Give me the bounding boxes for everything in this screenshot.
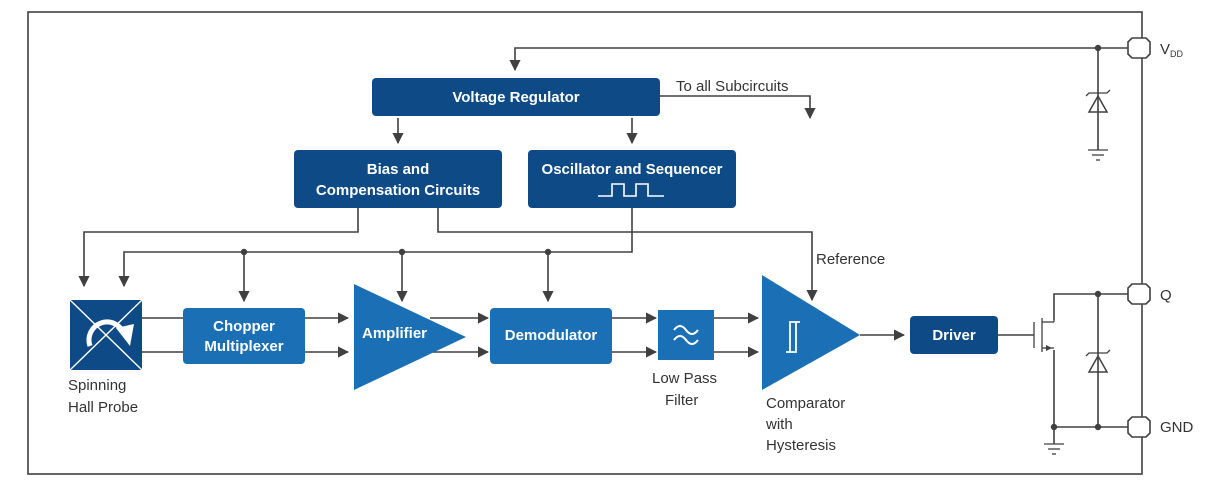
pin-vdd: V DD — [1127, 37, 1183, 59]
pin-gnd-label: GND — [1160, 419, 1194, 436]
square-wave-icon — [598, 183, 664, 197]
bias-label-line2: Compensation Circuits — [316, 182, 480, 199]
demodulator-label: Demodulator — [505, 327, 598, 344]
mosfet-icon — [1033, 318, 1055, 352]
oscillator-sequencer-block: Oscillator and Sequencer — [528, 150, 736, 208]
comparator-label-line2: with — [765, 416, 793, 433]
hall-probe-label-line2: Hall Probe — [68, 399, 138, 416]
reference-label: Reference — [816, 251, 885, 268]
comparator-label-line1: Comparator — [766, 395, 845, 412]
osc-junction-dot — [398, 248, 406, 256]
osc-junction-dot — [544, 248, 552, 256]
bias-label-line1: Bias and — [367, 161, 430, 178]
bias-to-hall-wire — [78, 208, 359, 288]
lpf-label-line2: Filter — [665, 392, 698, 409]
hysteresis-icon — [786, 321, 800, 353]
amplifier-block: Amplifier — [354, 284, 466, 390]
osc-bus-wire — [118, 208, 633, 288]
pin-q-label: Q — [1160, 287, 1172, 304]
comparator-label-line3: Hysteresis — [766, 437, 836, 454]
gnd-rail-wire — [1053, 350, 1128, 428]
low-pass-filter-icon — [673, 325, 699, 345]
gnd-junction-dot — [1094, 423, 1102, 431]
lpf-label-line1: Low Pass — [652, 370, 717, 387]
gnd-junction-dot — [1050, 423, 1058, 431]
hall-probe-label-line1: Spinning — [68, 377, 126, 394]
vdd-junction-dot — [1094, 44, 1102, 52]
zener-diode-icon — [1085, 349, 1111, 373]
to-all-subcircuits-label: To all Subcircuits — [676, 78, 789, 95]
spinning-hall-probe-icon — [69, 299, 143, 371]
voltage-regulator-label: Voltage Regulator — [452, 89, 579, 106]
amplifier-label: Amplifier — [362, 325, 427, 342]
spinning-hall-probe-block — [69, 299, 143, 371]
voltage-regulator-block: Voltage Regulator — [372, 78, 660, 116]
osc-junction-dot — [240, 248, 248, 256]
q-junction-dot — [1094, 290, 1102, 298]
reference-wire — [437, 208, 818, 302]
chopper-label-line1: Chopper — [213, 318, 275, 335]
ground-icon — [1044, 443, 1064, 455]
driver-block: Driver — [910, 316, 998, 354]
vdd-wire — [509, 47, 1128, 72]
demodulator-block: Demodulator — [490, 308, 612, 364]
driver-label: Driver — [932, 327, 976, 344]
oscillator-label: Oscillator and Sequencer — [542, 161, 723, 178]
pin-gnd: GND — [1127, 416, 1194, 438]
zener-diode-icon — [1085, 89, 1111, 113]
ground-icon — [1088, 149, 1108, 161]
outer-frame — [27, 11, 1143, 475]
chopper-label-line2: Multiplexer — [204, 338, 283, 355]
pin-vdd-label: V — [1160, 41, 1170, 58]
low-pass-filter-block — [658, 310, 714, 360]
to-all-subcircuits-wire — [660, 95, 816, 120]
pin-q: Q — [1127, 283, 1172, 305]
pin-vdd-subscript: DD — [1170, 49, 1183, 59]
bias-compensation-block: Bias and Compensation Circuits — [294, 150, 502, 208]
q-rail-wire — [1053, 293, 1128, 320]
chopper-multiplexer-block: Chopper Multiplexer — [183, 308, 305, 364]
comparator-block — [762, 275, 860, 390]
